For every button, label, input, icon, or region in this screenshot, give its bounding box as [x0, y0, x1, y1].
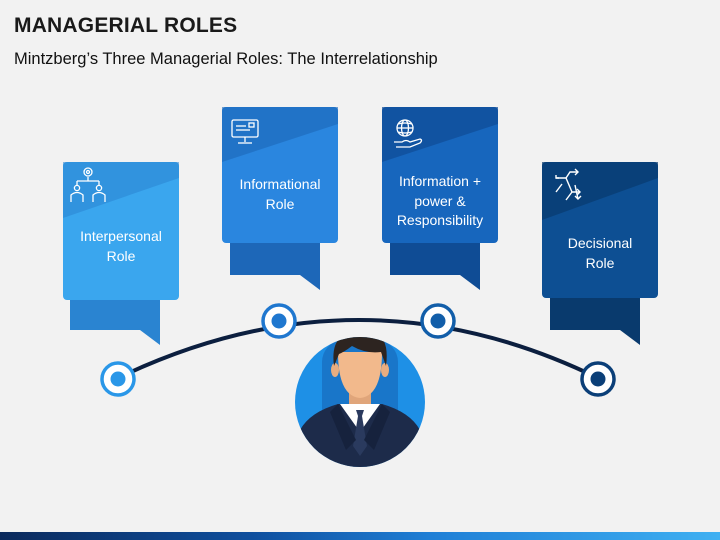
role-label-information-power: Information + power & Responsibility [382, 172, 498, 231]
team-hierarchy-icon [70, 167, 106, 202]
role-label-decisional: Decisional Role [542, 234, 658, 273]
role-label-line: Information + [398, 173, 482, 189]
card-header-band [63, 162, 179, 218]
ribbon-tail [390, 236, 480, 290]
role-label-line: Role [585, 254, 615, 271]
globe-in-hand-icon [394, 119, 423, 148]
role-label-informational: Informational Role [222, 175, 338, 214]
footer-gradient-bar [0, 532, 720, 540]
role-label-line: Informational [239, 176, 321, 192]
decision-arrows-icon [555, 168, 582, 201]
node-informational [261, 303, 297, 339]
connecting-arc [117, 318, 599, 380]
card-header-band [382, 107, 498, 162]
role-label-line: Responsibility [396, 212, 484, 228]
node-information-power [420, 303, 456, 339]
role-card-information-power [382, 107, 498, 290]
role-label-line: Interpersonal [80, 228, 162, 244]
role-card-informational [222, 107, 338, 290]
manager-avatar [295, 337, 425, 467]
role-label-line: Role [106, 247, 136, 264]
node-interpersonal [100, 361, 136, 397]
slide-subtitle: Mintzberg’s Three Managerial Roles: The … [14, 50, 438, 68]
role-card-interpersonal [63, 162, 179, 345]
card-header-band [542, 162, 658, 220]
role-label-line: Role [265, 195, 295, 212]
monitor-icon [231, 119, 259, 144]
ribbon-tail [70, 295, 160, 345]
ribbon-tail [230, 238, 320, 290]
slide-title: MANAGERIAL ROLES [14, 14, 238, 37]
role-label-interpersonal: Interpersonal Role [63, 227, 179, 266]
role-card-decisional [542, 162, 658, 345]
ribbon-tail [550, 293, 640, 345]
card-header-band [222, 107, 338, 162]
role-label-line: power & [414, 192, 466, 209]
role-label-line: Decisional [567, 235, 633, 251]
node-decisional [580, 361, 616, 397]
